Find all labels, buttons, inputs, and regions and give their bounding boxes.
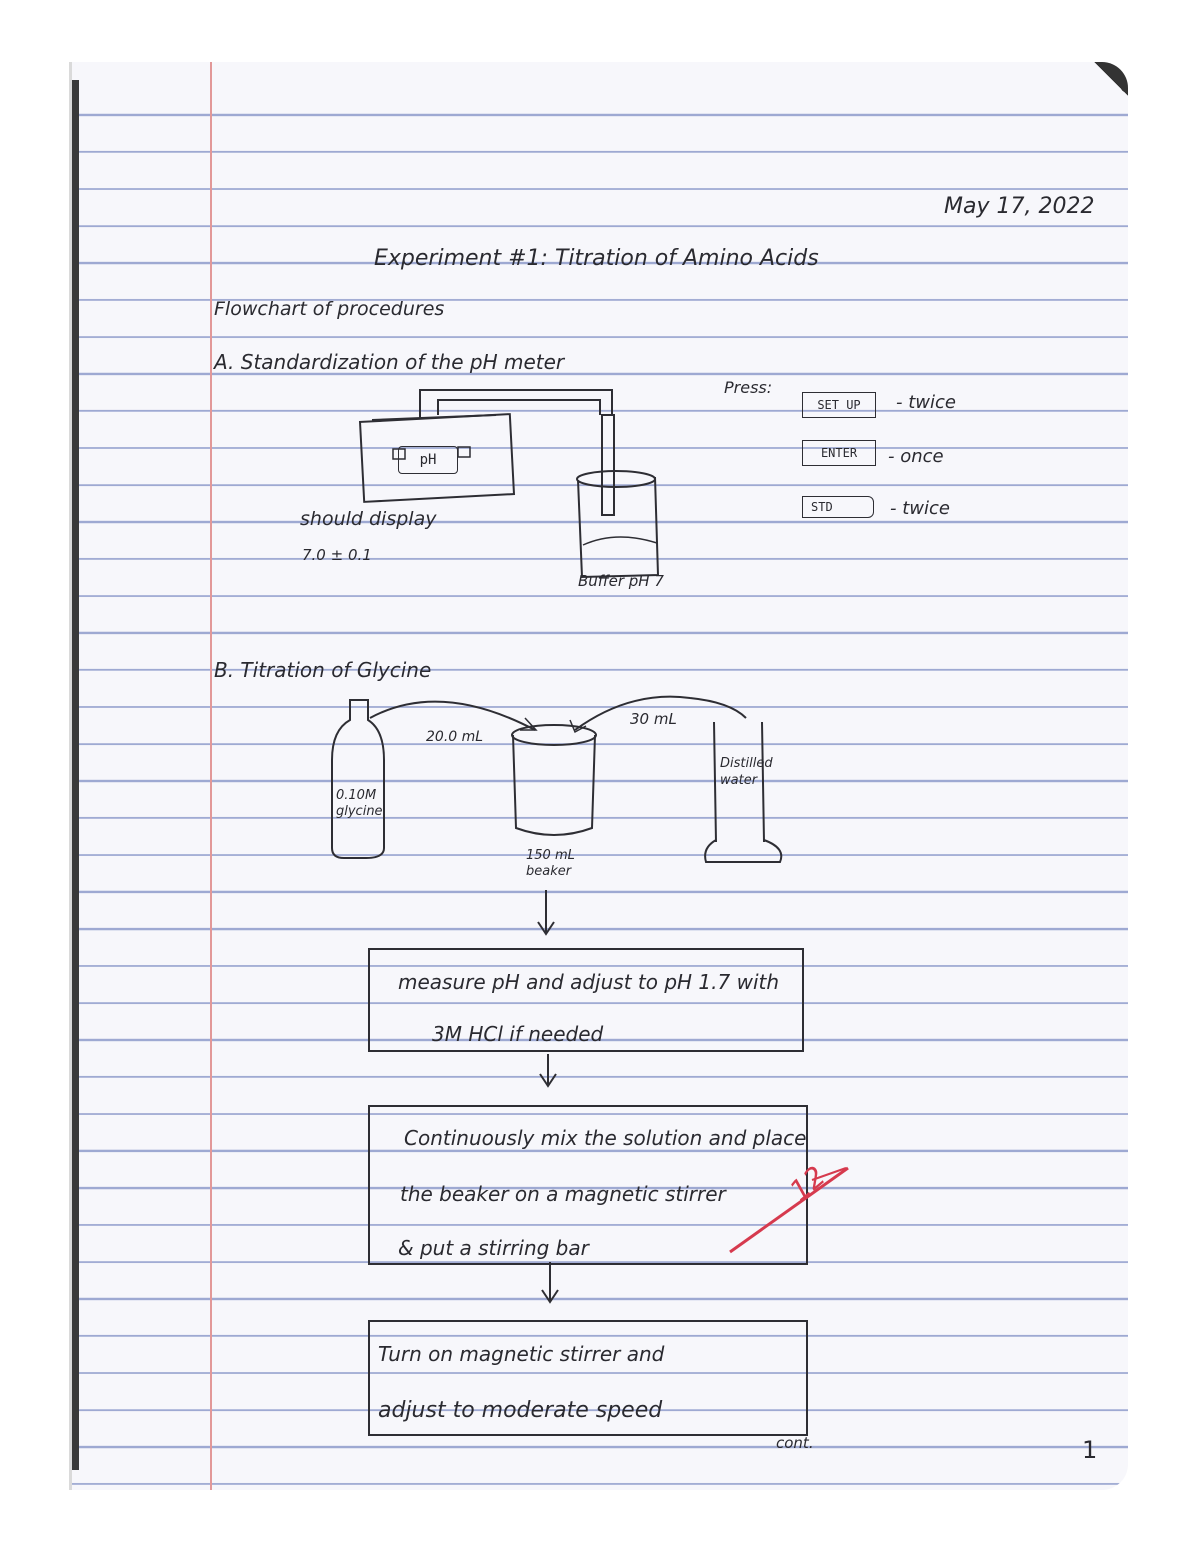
display-value: 7.0 ± 0.1 [302, 546, 372, 564]
bottle-label: 0.10M glycine [336, 788, 383, 819]
buffer-label: Buffer pH 7 [578, 572, 664, 590]
step-1-box [368, 948, 804, 1052]
section-a-heading: A. Standardization of the pH meter [214, 350, 565, 374]
cylinder-label: Distilled water [720, 756, 773, 788]
enter-button-drawing: ENTER [802, 440, 876, 466]
step-1-line-2: 3M HCl if needed [432, 1022, 604, 1046]
flow-arrow-1 [537, 890, 555, 936]
setup-button-drawing: SET UP [802, 392, 876, 418]
page-title: Experiment #1: Titration of Amino Acids [374, 246, 819, 271]
page-number: 1 [1082, 1436, 1098, 1464]
notebook-page [72, 62, 1128, 1490]
flow-arrow-2 [539, 1054, 557, 1088]
std-times: - twice [890, 498, 950, 519]
glycine-volume: 20.0 mL [426, 729, 484, 745]
step-3-line-2: adjust to moderate speed [378, 1398, 663, 1423]
step-2-box [368, 1105, 808, 1265]
meter-display-screen: pH [398, 446, 458, 474]
step-2-line-1: Continuously mix the solution and place [404, 1126, 807, 1150]
enter-times: - once [888, 446, 944, 467]
step-3-line-1: Turn on magnetic stirrer and [378, 1342, 665, 1366]
continued-note: cont. [776, 1434, 814, 1452]
step-2-line-3: & put a stirring bar [398, 1236, 589, 1260]
section-b-heading: B. Titration of Glycine [214, 658, 432, 682]
step-1-line-1: measure pH and adjust to pH 1.7 with [398, 970, 780, 994]
step-3-box [368, 1320, 808, 1436]
flow-arrow-3 [541, 1262, 559, 1304]
step-2-line-2: the beaker on a magnetic stirrer [400, 1182, 726, 1206]
press-label: Press: [724, 378, 773, 397]
flowchart-heading: Flowchart of procedures [214, 298, 445, 320]
water-volume: 30 mL [630, 710, 677, 728]
grader-checkmark [729, 1166, 849, 1254]
margin-line [210, 62, 212, 1490]
date: May 17, 2022 [944, 194, 1095, 219]
setup-times: - twice [896, 392, 956, 413]
beaker-label: 150 mL beaker [526, 848, 575, 879]
should-display-label: should display [300, 508, 437, 530]
ph-meter-diagram [358, 389, 660, 579]
std-button-drawing: STD [802, 496, 874, 518]
